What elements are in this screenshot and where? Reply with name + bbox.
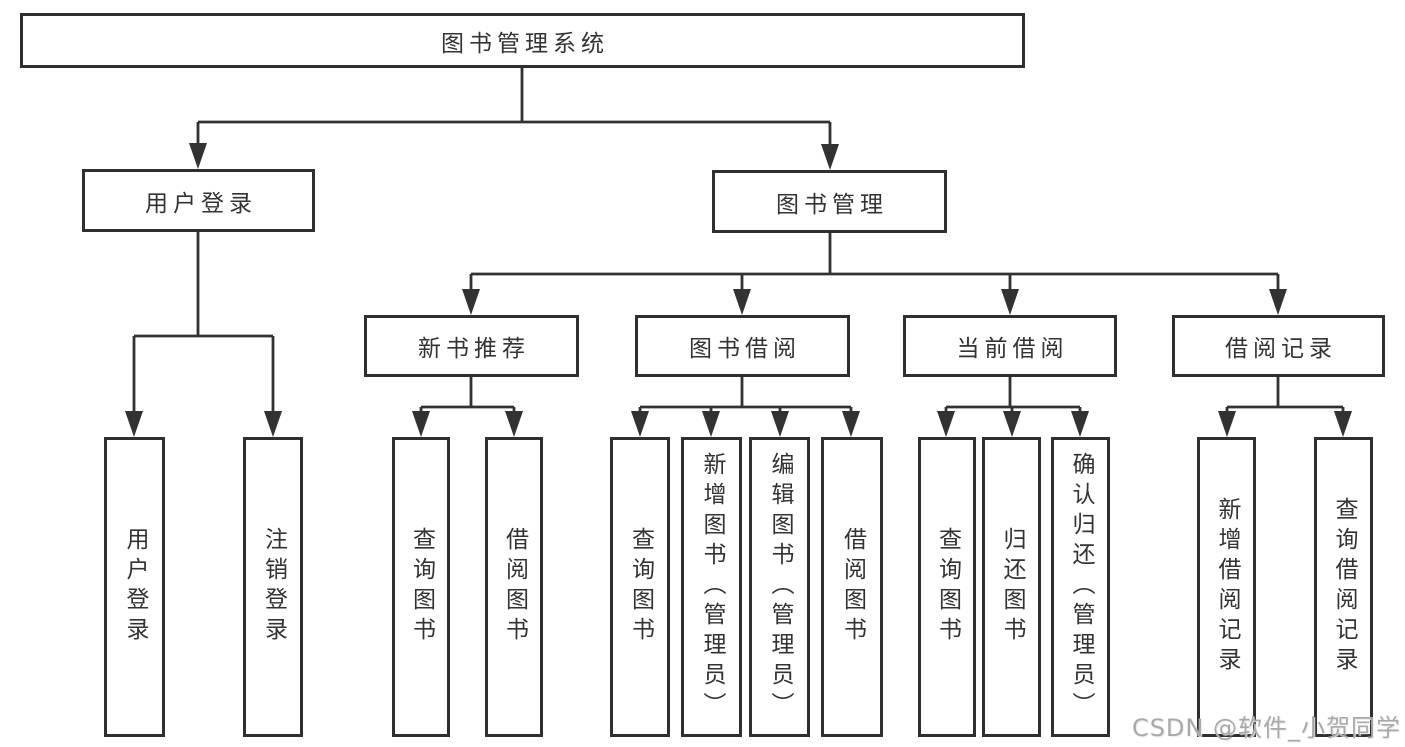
leaf-return-books: 归还图书 (982, 437, 1041, 737)
node-user-login: 用户登录 (82, 169, 315, 232)
leaf-query-books-recommend: 查询图书 (392, 437, 450, 737)
leaf-add-borrow-record: 新增借阅记录 (1197, 437, 1256, 737)
leaf-query-borrow-record: 查询借阅记录 (1314, 437, 1373, 737)
node-library-management-system: 图书管理系统 (20, 13, 1025, 68)
leaf-borrow-books-recommend: 借阅图书 (485, 437, 543, 737)
leaf-add-books-admin: 新增图书（管理员） (681, 437, 742, 737)
leaf-query-books-current: 查询图书 (918, 437, 976, 737)
arrowheads (125, 143, 1352, 437)
leaf-user-login: 用户登录 (104, 437, 165, 737)
node-new-book-recommendation: 新书推荐 (364, 315, 579, 377)
watermark: CSDN @软件_小贺同学 (1131, 714, 1401, 742)
leaf-query-books-borrowing: 查询图书 (610, 437, 670, 737)
node-book-management: 图书管理 (712, 170, 947, 233)
leaf-logout: 注销登录 (243, 437, 303, 737)
node-current-borrowing: 当前借阅 (903, 315, 1117, 377)
leaf-edit-books-admin: 编辑图书（管理员） (749, 437, 810, 737)
leaf-confirm-return-admin: 确认归还（管理员） (1051, 437, 1110, 737)
leaf-borrow-books-borrowing: 借阅图书 (821, 437, 883, 737)
node-book-borrowing: 图书借阅 (635, 315, 850, 377)
node-borrowing-records: 借阅记录 (1172, 315, 1385, 377)
